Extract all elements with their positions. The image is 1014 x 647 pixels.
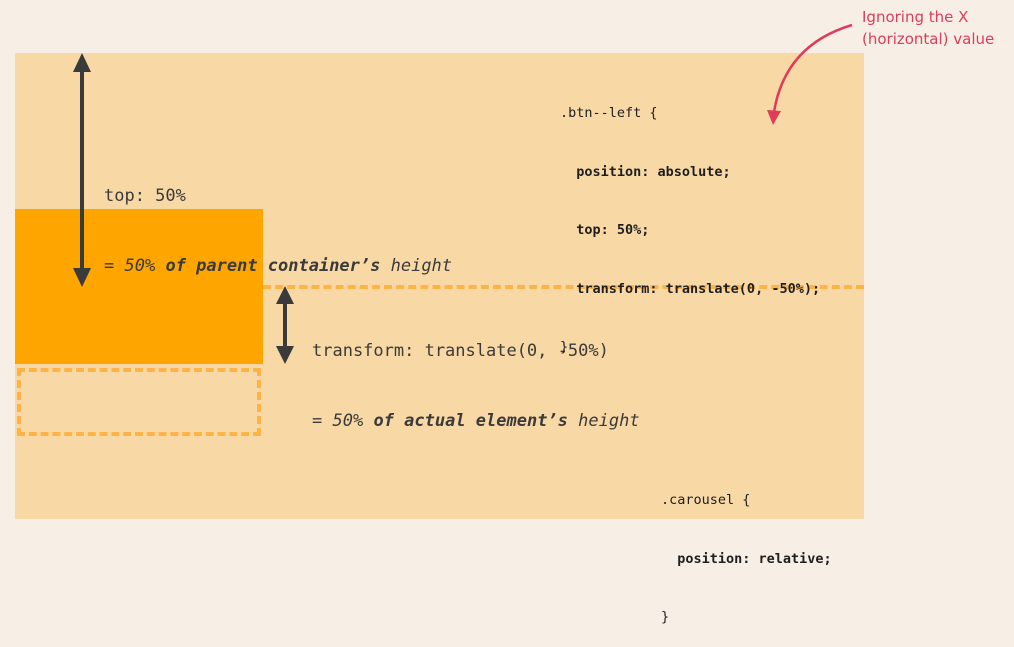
btn-left-code: .btn--left { position: absolute; top: 50… <box>560 65 820 377</box>
code-line: top: 50%; <box>560 222 650 238</box>
top-annotation-bold: of parent container’s <box>155 256 391 276</box>
button-element <box>15 209 263 364</box>
center-dashed-line <box>263 285 864 289</box>
code-line: position: absolute; <box>560 163 731 180</box>
code-line: .carousel { <box>661 492 751 508</box>
top-annotation-pct: 50% <box>124 256 156 276</box>
top-annotation-suffix: height <box>390 256 453 276</box>
top-annotation-line1: top: 50% <box>104 186 186 206</box>
transform-annotation-line1: transform: translate(0, -50%) <box>312 341 609 361</box>
carousel-code: .carousel { position: relative; } <box>661 452 832 647</box>
ignoring-x-note: Ignoring the X (horizontal) value <box>862 6 1010 50</box>
original-position-outline <box>17 368 261 436</box>
code-line: } <box>661 609 670 625</box>
note-line1: Ignoring the X <box>862 8 969 26</box>
top-annotation-line2: = 50% of parent container’s height <box>104 256 452 276</box>
code-line: .btn--left { <box>560 105 658 121</box>
code-line: position: relative; <box>661 550 832 567</box>
code-line: transform: translate(0, -50%); <box>560 280 821 297</box>
top-annotation-prefix: = <box>104 256 125 276</box>
note-line2: (horizontal) value <box>862 30 995 48</box>
transform-annotation-suffix: height <box>578 411 640 431</box>
note-pointer-arrow <box>767 23 853 125</box>
transform-annotation: transform: translate(0, -50%) = 50% of a… <box>312 301 640 451</box>
transform-annotation-pct: 50% <box>332 411 364 431</box>
transform-annotation-bold: of actual element’s <box>363 411 579 431</box>
transform-annotation-line2: = 50% of actual element’s height <box>312 411 640 431</box>
arrows-layer <box>73 23 853 364</box>
top-arrow <box>73 53 91 287</box>
translate-arrow <box>276 286 294 364</box>
top-annotation: top: 50% = 50% of parent container’s hei… <box>104 146 452 296</box>
code-line: } <box>560 339 569 355</box>
transform-annotation-prefix: = <box>312 411 333 431</box>
